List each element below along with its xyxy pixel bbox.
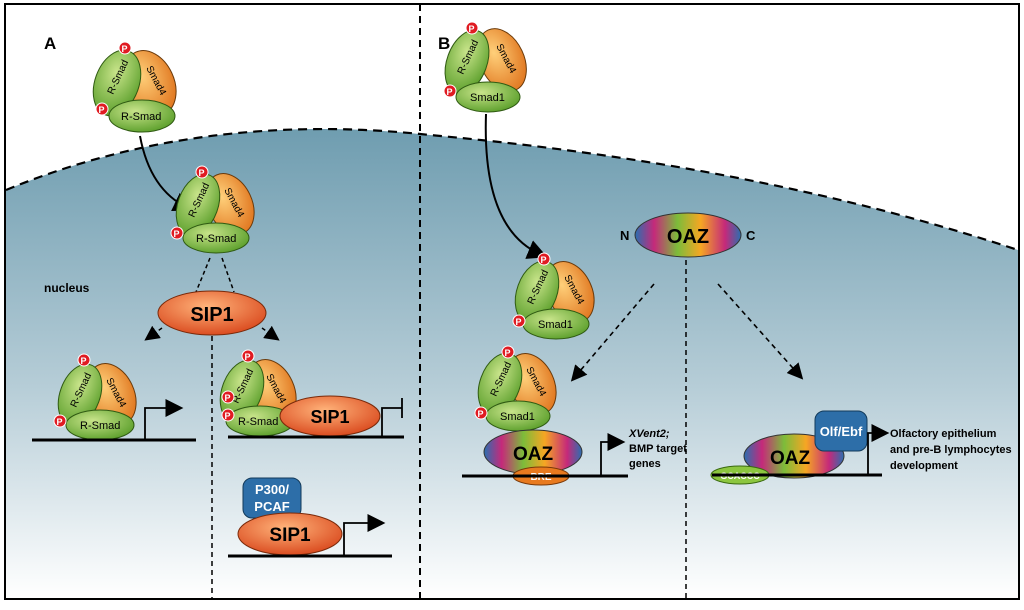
phospho-marker — [443, 84, 457, 98]
phospho-label: P — [447, 87, 453, 97]
sip1-label: SIP1 — [269, 525, 311, 546]
phospho-label: P — [541, 255, 547, 265]
smad1-label: Smad1 — [470, 92, 505, 104]
phospho-label: P — [99, 105, 105, 115]
phospho-marker — [95, 102, 109, 116]
transcription-arrow — [600, 433, 626, 476]
phospho-marker — [537, 252, 551, 266]
r-smad-protein — [108, 99, 176, 133]
sip1-protein-central: SIP1 — [157, 290, 267, 336]
split-arrow-right — [261, 325, 280, 341]
phospho-label: P — [245, 352, 251, 362]
phospho-label: P — [199, 168, 205, 178]
smad1-protein — [455, 81, 521, 113]
pre-b-label: and pre-B lymphocytes — [890, 444, 1012, 456]
smad1-label: Smad1 — [538, 319, 573, 331]
smad-complex-cytoplasm-b: R-Smad Smad4 Smad1 P P — [443, 21, 527, 113]
oaz-arrow-left — [570, 283, 655, 382]
phospho-marker — [501, 345, 515, 359]
interaction-line — [195, 257, 211, 293]
transcription-arrow — [343, 514, 386, 556]
import-arrow-b — [484, 113, 548, 259]
phospho-marker — [221, 408, 235, 422]
genes-label: genes — [629, 458, 661, 470]
phospho-marker — [53, 414, 67, 428]
phospho-label: P — [225, 411, 231, 421]
phospho-label: P — [469, 24, 475, 34]
n-terminus-label: N — [620, 228, 629, 243]
phospho-label: P — [516, 317, 522, 327]
interaction-line — [221, 257, 235, 293]
transcription-arrow — [144, 399, 184, 440]
c-terminus-label: C — [746, 228, 756, 243]
olf-ebf-protein — [814, 410, 868, 452]
phospho-marker — [77, 353, 91, 367]
r-smad-label: R-Smad — [121, 111, 161, 123]
figure-border — [4, 3, 1020, 600]
phospho-marker — [465, 21, 479, 35]
phospho-marker — [474, 406, 488, 420]
olf-ebf-label: Olf/Ebf — [820, 424, 863, 439]
phospho-marker — [118, 41, 132, 55]
smad1-label: Smad1 — [500, 411, 535, 423]
bmp-target-label: BMP target — [629, 443, 687, 455]
smad-complex-nucleus-a: R-Smad Smad4 R-Smad P P — [170, 165, 255, 254]
phospho-label: P — [81, 356, 87, 366]
development-label: development — [890, 460, 958, 472]
r-smad-label: R-Smad — [238, 416, 278, 428]
oaz-label: OAZ — [770, 448, 811, 469]
phospho-marker — [241, 349, 255, 363]
repression-bar — [381, 398, 403, 437]
smad-oaz-bre-complex: R-Smad Smad4 Smad1 P P OAZ BRE — [474, 345, 583, 486]
oaz-label: OAZ — [513, 444, 554, 465]
phospho-marker — [170, 226, 184, 240]
panel-a-label: A — [44, 34, 56, 53]
oaz-arrow-right — [717, 283, 804, 380]
nuclear-membrane — [5, 127, 1019, 252]
panel-b-label: B — [438, 34, 450, 53]
p300-label: P300/ — [255, 482, 289, 497]
phospho-label: P — [505, 348, 511, 358]
smad-sip1-repressor-complex: R-Smad Smad4 R-Smad P P P SIP1 — [219, 349, 381, 437]
r-smad-label: R-Smad — [80, 420, 120, 432]
sip1-p300-complex: P300/ PCAF SIP1 — [237, 477, 343, 556]
smad-complex-nucleus-b: R-Smad Smad4 Smad1 P P — [512, 252, 595, 340]
phospho-marker — [221, 390, 235, 404]
xvent2-label: XVent2; — [628, 428, 670, 440]
r-smad-label: R-Smad — [196, 233, 236, 245]
phospho-label: P — [57, 417, 63, 427]
oaz-olf-ebf-complex: OAZ Olf/Ebf GCACCC — [710, 410, 868, 485]
phospho-marker — [512, 314, 526, 328]
smad-complex-activation: R-Smad Smad4 R-Smad P P — [53, 353, 137, 441]
phospho-label: P — [122, 44, 128, 54]
sip1-label: SIP1 — [310, 407, 349, 427]
nucleus-label: nucleus — [44, 281, 90, 295]
oaz-label: OAZ — [667, 226, 709, 248]
sip1-label: SIP1 — [190, 304, 233, 326]
pcaf-label: PCAF — [254, 499, 289, 514]
olfactory-label: Olfactory epithelium — [890, 428, 997, 440]
phospho-marker — [195, 165, 209, 179]
split-arrow-left — [144, 325, 163, 341]
r-smad-protein — [182, 222, 250, 254]
smad-complex-cytoplasm-a: R-Smad Smad4 R-Smad P P — [92, 41, 177, 133]
phospho-label: P — [478, 409, 484, 419]
transcription-arrow — [867, 424, 890, 475]
phospho-label: P — [174, 229, 180, 239]
phospho-label: P — [225, 393, 231, 403]
oaz-protein-center: N OAZ C — [620, 212, 756, 258]
